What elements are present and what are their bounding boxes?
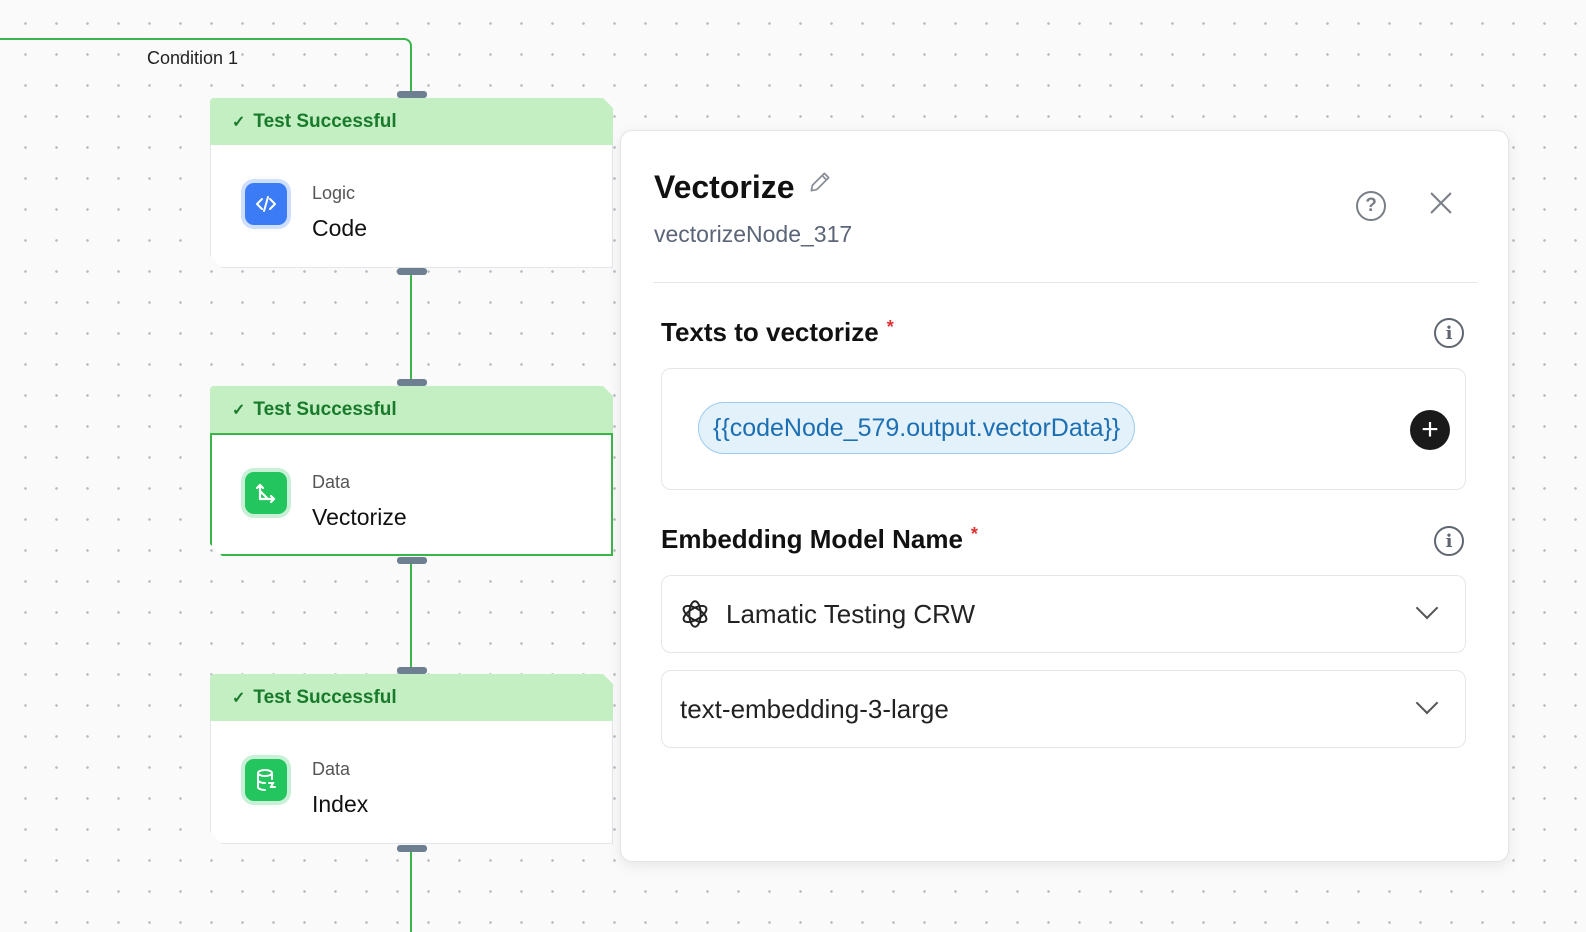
variable-chip[interactable]: {{codeNode_579.output.vectorData}} xyxy=(698,402,1136,454)
check-icon: ✓ xyxy=(232,113,246,131)
node-output-handle[interactable] xyxy=(397,557,427,564)
texts-input-box[interactable]: {{codeNode_579.output.vectorData}} + xyxy=(661,368,1466,490)
credential-value: Lamatic Testing CRW xyxy=(726,598,976,629)
add-variable-button[interactable]: + xyxy=(1410,410,1450,450)
status-banner: ✓ Test Successful xyxy=(210,98,613,145)
status-banner: ✓ Test Successful xyxy=(210,386,613,433)
flow-node-code[interactable]: ✓ Test Successful Logic Code xyxy=(210,98,613,268)
node-input-handle[interactable] xyxy=(397,379,427,386)
vectorize-icon xyxy=(245,472,287,514)
status-banner: ✓ Test Successful xyxy=(210,674,613,721)
close-icon[interactable] xyxy=(1427,189,1455,221)
openai-icon xyxy=(682,600,708,628)
help-icon[interactable]: ? xyxy=(1356,191,1386,221)
node-category: Data xyxy=(312,472,351,492)
texts-field-label: Texts to vectorize * xyxy=(661,317,894,348)
required-mark: * xyxy=(970,524,978,544)
node-name: Index xyxy=(312,791,369,817)
required-mark: * xyxy=(886,317,894,337)
edge-corner xyxy=(398,38,412,52)
edge-line xyxy=(410,563,412,669)
node-output-handle[interactable] xyxy=(397,268,427,275)
node-name: Vectorize xyxy=(312,504,407,530)
edge-line xyxy=(0,38,402,40)
node-category: Data xyxy=(312,759,351,779)
status-text: Test Successful xyxy=(253,686,397,708)
texts-label-text: Texts to vectorize xyxy=(661,317,879,347)
node-category: Logic xyxy=(312,183,356,203)
edge-line xyxy=(410,851,412,932)
status-text: Test Successful xyxy=(253,398,397,420)
chevron-down-icon xyxy=(1415,691,1439,715)
node-body[interactable]: Data Vectorize xyxy=(210,433,613,556)
code-icon xyxy=(245,183,287,225)
flow-node-vectorize[interactable]: ✓ Test Successful Data Vectorize xyxy=(210,386,613,556)
status-text: Test Successful xyxy=(253,110,397,132)
credential-select[interactable]: Lamatic Testing CRW xyxy=(661,575,1466,653)
node-output-handle[interactable] xyxy=(397,845,427,852)
condition-label: Condition 1 xyxy=(147,48,239,68)
node-config-panel: Vectorize vectorizeNode_317 ? Texts to v… xyxy=(620,130,1509,862)
panel-title: Vectorize xyxy=(654,169,795,205)
chevron-down-icon xyxy=(1415,596,1439,620)
node-name: Code xyxy=(312,215,367,241)
model-value: text-embedding-3-large xyxy=(680,693,949,724)
model-select[interactable]: text-embedding-3-large xyxy=(661,670,1466,748)
node-body[interactable]: Logic Code xyxy=(210,145,613,268)
edge-line xyxy=(410,275,412,381)
node-body[interactable]: Data Index xyxy=(210,721,613,844)
edit-pencil-icon[interactable] xyxy=(807,169,833,202)
model-field-label: Embedding Model Name * xyxy=(661,524,978,555)
check-icon: ✓ xyxy=(232,401,246,419)
node-id: vectorizeNode_317 xyxy=(654,221,853,247)
node-input-handle[interactable] xyxy=(397,91,427,98)
node-input-handle[interactable] xyxy=(397,667,427,674)
info-icon[interactable]: i xyxy=(1434,318,1464,348)
info-icon[interactable]: i xyxy=(1434,526,1464,556)
flow-node-index[interactable]: ✓ Test Successful Data Index xyxy=(210,674,613,844)
check-icon: ✓ xyxy=(232,689,246,707)
edge-line xyxy=(410,50,412,95)
divider xyxy=(653,282,1477,283)
model-label-text: Embedding Model Name xyxy=(661,524,963,554)
database-icon xyxy=(245,759,287,801)
